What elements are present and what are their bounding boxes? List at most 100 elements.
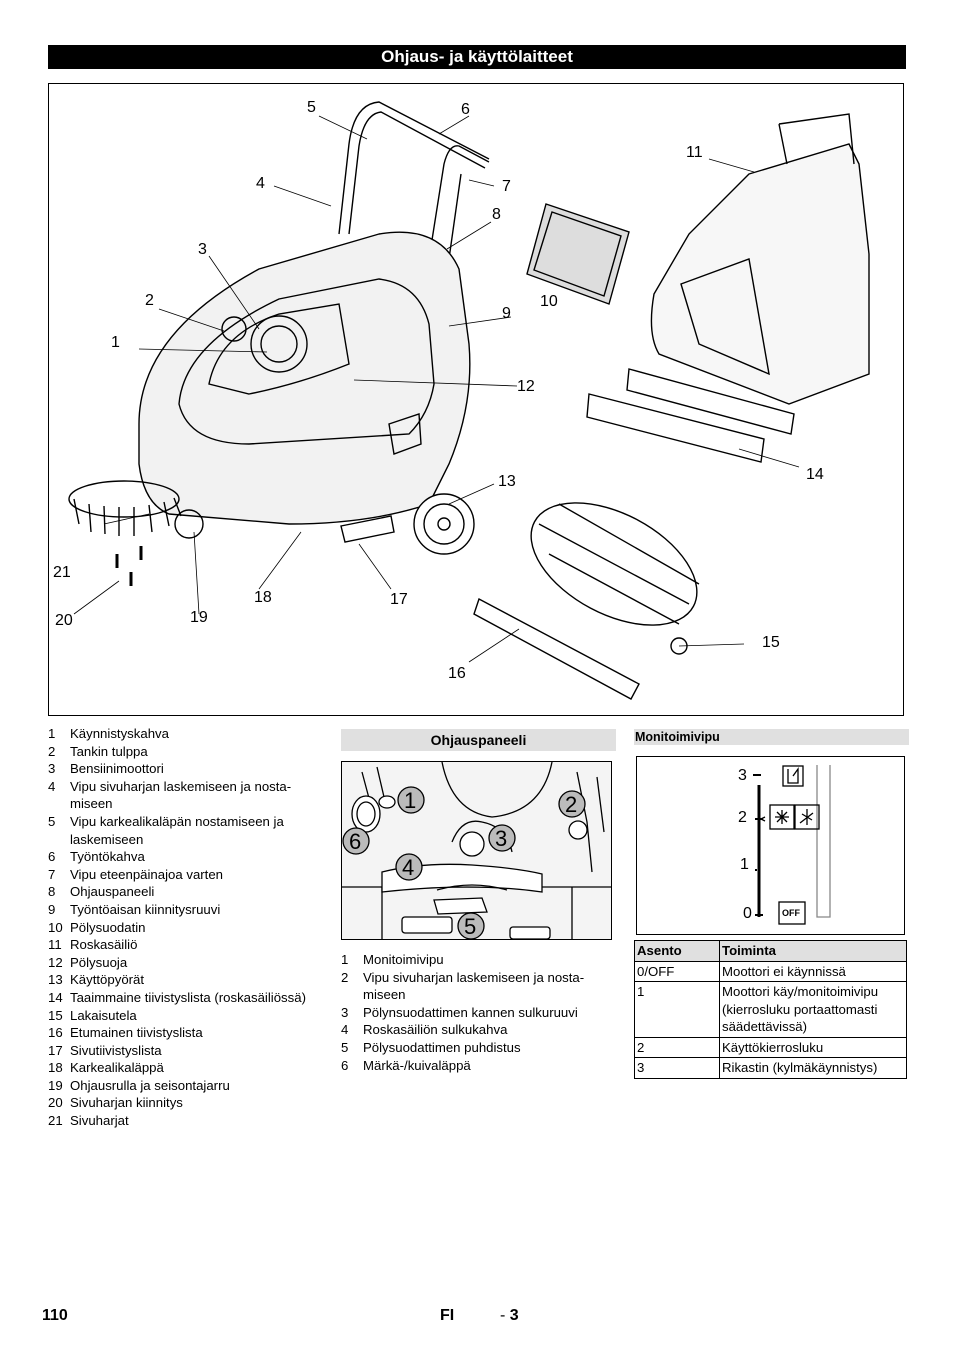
list-item-text: Käyttöpyörät bbox=[70, 972, 145, 988]
section-num: 3 bbox=[509, 1307, 519, 1324]
list-item-text: Työntöaisan kiinnitysruuvi bbox=[70, 901, 221, 917]
list-item-text: Vipu karkealikaläpän nostamiseen ja lask… bbox=[70, 813, 284, 847]
callout-17: 17 bbox=[390, 591, 408, 608]
section-number: - 3 bbox=[500, 1307, 519, 1325]
list-item-number: 1 bbox=[341, 952, 349, 967]
panel-heading: Ohjauspaneeli bbox=[341, 729, 616, 751]
list-item-text: Sivuharjan kiinnitys bbox=[70, 1095, 183, 1111]
callout-5: 5 bbox=[307, 99, 316, 116]
table-header-function: Toiminta bbox=[719, 940, 907, 962]
lever-position-2: 2 bbox=[738, 809, 747, 826]
page-number: 110 bbox=[42, 1307, 68, 1324]
list-item: 11 Roskasäiliö bbox=[48, 936, 333, 954]
list-item: 18 Karkealikaläppä bbox=[48, 1059, 333, 1077]
lever-drawing bbox=[753, 765, 831, 925]
row-position: 2 bbox=[634, 1036, 720, 1058]
row-function: Moottori ei käynnissä bbox=[719, 960, 907, 982]
callout-19: 19 bbox=[190, 609, 208, 626]
list-item-number: 2 bbox=[48, 743, 56, 759]
list-item: 20 Sivuharjan kiinnitys bbox=[48, 1094, 333, 1112]
list-item-number: 10 bbox=[48, 919, 63, 935]
list-item-text: Bensiinimoottori bbox=[70, 761, 164, 777]
list-item-text: Etumainen tiivistyslista bbox=[70, 1025, 203, 1041]
list-item-text: Roskasäiliö bbox=[70, 937, 138, 953]
callout-7: 7 bbox=[502, 178, 511, 195]
list-item-number: 5 bbox=[48, 813, 56, 829]
list-item-text: Ohjauspaneeli bbox=[70, 884, 155, 900]
row-function: Käyttökierrosluku bbox=[719, 1036, 907, 1058]
row-function: Rikastin (kylmäkäynnistys) bbox=[719, 1057, 907, 1079]
list-item-text: Vipu eteenpäinajoa varten bbox=[70, 866, 224, 882]
list-item-text: Pölysuodattimen puhdistus bbox=[363, 1039, 521, 1055]
list-item-text: Monitoimivipu bbox=[363, 952, 444, 967]
panel-marker-6: 6 bbox=[349, 829, 362, 854]
callout-11: 11 bbox=[686, 144, 703, 161]
callout-20: 20 bbox=[55, 612, 73, 629]
row-function: Moottori käy/monitoimivipu (kierrosluku … bbox=[719, 981, 907, 1038]
list-item: 8 Ohjauspaneeli bbox=[48, 883, 333, 901]
list-item: 14 Taaimmaine tiivistyslista (roskasäiliö… bbox=[48, 989, 333, 1007]
callout-4: 4 bbox=[256, 175, 265, 192]
list-item-text: Pölysuodatin bbox=[70, 919, 146, 935]
callout-6: 6 bbox=[461, 101, 470, 118]
list-item-text: Käynnistyskahva bbox=[70, 726, 169, 741]
list-item-number: 8 bbox=[48, 884, 56, 900]
list-item-text: Karkealikaläppä bbox=[70, 1060, 164, 1076]
list-item: 5 Vipu karkealikaläpän nostamiseen ja las… bbox=[48, 813, 333, 848]
list-item-text: Lakaisutela bbox=[70, 1007, 137, 1023]
list-item-number: 6 bbox=[341, 1057, 349, 1073]
list-item-number: 1 bbox=[48, 726, 56, 741]
list-item-number: 12 bbox=[48, 954, 63, 970]
list-item-number: 14 bbox=[48, 989, 63, 1005]
list-item-text: Taaimmaine tiivistyslista (roskasäiliöss… bbox=[70, 989, 306, 1005]
list-item: 1 Käynnistyskahva bbox=[48, 725, 333, 743]
panel-marker-5: 5 bbox=[464, 914, 477, 939]
callout-16: 16 bbox=[448, 665, 466, 682]
lever-position-0: 0 bbox=[743, 905, 752, 922]
lever-illustration: 3 2 1 0 OFF bbox=[636, 756, 905, 935]
callout-14: 14 bbox=[806, 466, 824, 483]
callout-1: 1 bbox=[111, 334, 120, 351]
list-item-text: Sivuharjat bbox=[70, 1113, 129, 1129]
list-item-text: Vipu sivuharjan laskemiseen ja nosta-mis… bbox=[70, 778, 292, 812]
list-item-number: 2 bbox=[341, 969, 349, 985]
list-item-text: Ohjausrulla ja seisontajarru bbox=[70, 1077, 230, 1093]
off-symbol: OFF bbox=[782, 908, 800, 918]
list-item-number: 11 bbox=[48, 937, 62, 953]
list-item-number: 6 bbox=[48, 849, 56, 865]
list-item-number: 20 bbox=[48, 1095, 63, 1111]
list-item-number: 18 bbox=[48, 1060, 63, 1076]
lever-position-3: 3 bbox=[738, 767, 747, 784]
row-position: 0/OFF bbox=[634, 960, 720, 982]
panel-marker-1: 1 bbox=[404, 788, 417, 813]
callout-8: 8 bbox=[492, 206, 501, 223]
control-panel-illustration: 1 2 6 3 4 5 bbox=[341, 761, 612, 940]
section-dash: - bbox=[500, 1307, 506, 1324]
panel-marker-4: 4 bbox=[402, 855, 415, 880]
list-item-number: 3 bbox=[341, 1004, 349, 1020]
callout-12: 12 bbox=[517, 378, 535, 395]
row-position: 3 bbox=[634, 1057, 720, 1079]
callout-15: 15 bbox=[762, 634, 780, 651]
list-item: 1 Monitoimivipu bbox=[341, 951, 616, 969]
panel-marker-2: 2 bbox=[565, 792, 578, 817]
panel-marker-3: 3 bbox=[495, 826, 508, 851]
list-item-number: 4 bbox=[341, 1022, 349, 1038]
